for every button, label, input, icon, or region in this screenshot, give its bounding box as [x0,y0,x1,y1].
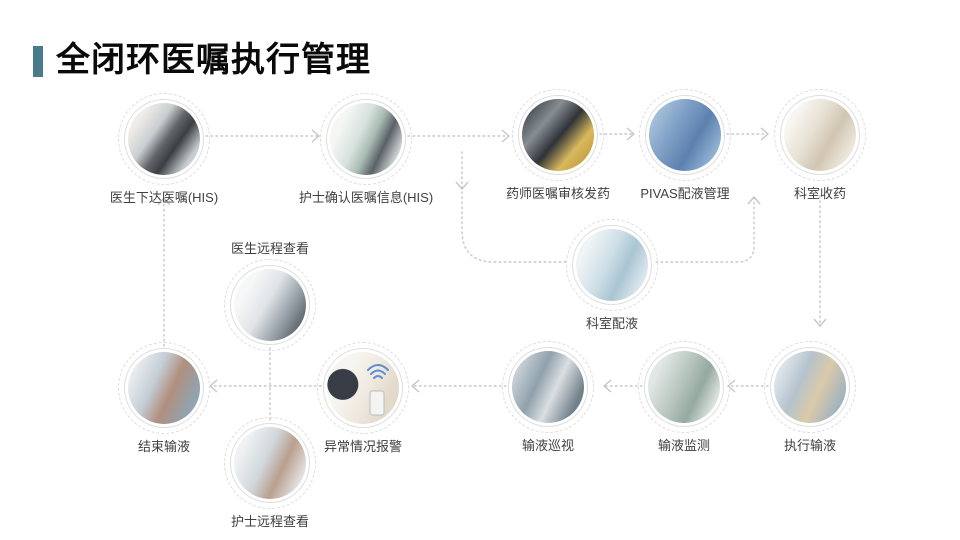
node-label: 结束输液 [137,439,191,454]
title-accent-bar [33,46,43,77]
pivas-compounding-photo [649,99,721,171]
node-label: 护士确认医嘱信息(HIS) [298,190,434,205]
end-infusion-photo [128,352,200,424]
nurse-remote-view-photo [234,427,306,499]
node-label: 药师医嘱审核发药 [505,186,611,201]
node-label: 输液巡视 [521,438,575,453]
department-receiving-photo [784,99,856,171]
node-label: 科室配液 [585,316,639,331]
connector-confirm-to-dept-compound [455,151,567,263]
connector-receive-to-execute [813,195,827,328]
node-doctor-order: 医生下达医嘱(HIS) [110,93,218,205]
node-nurse-remote: 护士远程查看 [224,417,316,529]
node-label: 医生远程查看 [230,241,310,256]
node-doctor-remote: 医生远程查看 [224,241,316,351]
connector-execute-to-monitor [726,379,769,393]
node-label: PIVAS配液管理 [640,186,730,201]
node-infusion-monitor: 输液监测 [638,341,730,453]
connector-end-to-order-loop [157,196,171,347]
node-dept-compound: 科室配液 [566,219,658,331]
execute-infusion-photo [774,351,846,423]
node-label: 护士远程查看 [230,514,310,529]
infusion-monitoring-photo [648,351,720,423]
node-label: 科室收药 [793,186,847,201]
nurse-confirming-order-photo [330,103,402,175]
connector-pivas-to-receive [726,127,770,141]
node-pivas: PIVAS配液管理 [639,89,731,201]
department-compounding-photo [576,229,648,301]
node-end-infusion: 结束输液 [118,342,210,454]
node-nurse-confirm: 护士确认医嘱信息(HIS) [299,93,433,205]
page-title: 全闭环医嘱执行管理 [56,41,371,79]
node-pharmacist-review: 药师医嘱审核发药 [506,89,610,201]
node-label: 医生下达医嘱(HIS) [109,190,219,205]
node-label: 异常情况报警 [323,439,403,454]
abnormal-alarm-photo [327,352,399,424]
slide-header: 全闭环医嘱执行管理 [33,40,371,80]
connector-confirm-to-pharmacist [407,129,511,143]
doctor-entering-order-photo [128,103,200,175]
node-label: 输液监测 [657,438,711,453]
connector-rounds-to-alarm [410,379,507,393]
connector-pharmacist-to-pivas [599,127,636,141]
node-abnormal-alarm: 异常情况报警 [317,342,409,454]
node-infusion-rounds: 输液巡视 [502,341,594,453]
wifi-signal-icon [367,364,389,379]
connector-order-to-confirm [205,129,321,143]
node-label: 执行输液 [783,438,837,453]
node-dept-receive: 科室收药 [774,89,866,201]
connector-alarm-to-end [208,379,322,393]
pharmacist-dispensing-photo [522,99,594,171]
connector-monitor-to-rounds [602,379,643,393]
connector-dept-compound-to-receive [655,195,761,263]
doctor-remote-view-photo [234,269,306,341]
smartphone-icon [369,390,385,416]
infusion-rounds-photo [512,351,584,423]
node-execute-infusion: 执行输液 [764,341,856,453]
